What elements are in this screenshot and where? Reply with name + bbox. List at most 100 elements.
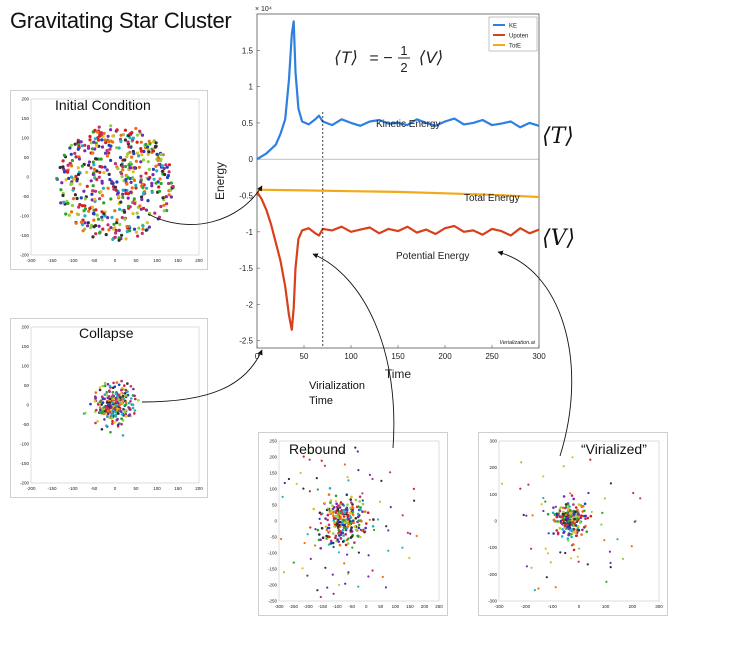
star-dot	[157, 189, 162, 193]
star-dot	[569, 515, 572, 518]
star-dot	[356, 534, 359, 538]
star-dot	[102, 131, 106, 135]
star-dot	[118, 207, 122, 211]
star-dot	[73, 142, 77, 146]
star-dot	[323, 501, 326, 505]
star-dot	[326, 507, 330, 510]
x-tick-label: 100	[392, 604, 400, 609]
star-dot	[120, 388, 123, 392]
star-dot	[357, 523, 361, 527]
star-dot	[114, 231, 118, 235]
star-dot	[92, 163, 96, 167]
star-dot	[111, 134, 115, 138]
star-dot	[114, 404, 118, 407]
legend-entry: KE	[509, 24, 517, 30]
star-dot	[336, 520, 340, 523]
star-dot	[577, 560, 580, 563]
star-dot	[326, 518, 329, 522]
star-dot	[113, 385, 117, 388]
star-dot	[384, 586, 387, 589]
y-tick-label: -200	[20, 481, 30, 486]
star-dot	[408, 556, 411, 560]
star-dot	[144, 208, 149, 212]
x-tick-label: 150	[174, 486, 182, 491]
star-dot	[114, 188, 118, 192]
star-dot	[106, 414, 109, 418]
star-dot	[401, 546, 404, 549]
star-dot	[346, 514, 349, 518]
x-tick-label: 100	[344, 352, 358, 361]
star-dot	[119, 133, 123, 137]
star-dot	[111, 422, 114, 425]
star-dot	[357, 512, 360, 516]
star-dot	[109, 144, 113, 148]
star-dot	[121, 434, 125, 437]
star-dot	[332, 545, 335, 549]
star-dot	[96, 420, 99, 423]
star-dot	[117, 383, 121, 387]
star-dot	[109, 124, 113, 128]
star-dot	[609, 566, 612, 569]
star-dot	[124, 408, 128, 412]
x-tick-label: 200	[438, 352, 452, 361]
star-dot	[100, 181, 104, 185]
y-tick-label: -0.5	[239, 192, 253, 201]
star-dot	[91, 172, 95, 177]
star-dot	[72, 177, 76, 181]
x-tick-label: -300	[274, 604, 284, 609]
star-dot	[117, 236, 121, 240]
star-dot	[74, 174, 78, 178]
star-dot	[554, 505, 557, 508]
star-dot	[144, 228, 148, 232]
star-dot	[385, 525, 388, 528]
star-dot	[120, 417, 123, 421]
star-dot	[338, 506, 342, 509]
star-dot	[90, 198, 94, 202]
star-dot	[344, 582, 347, 585]
star-dot	[105, 393, 108, 397]
star-dot	[115, 146, 119, 150]
star-dot	[77, 143, 81, 147]
x-tick-label: -50	[91, 486, 98, 491]
star-dot	[555, 513, 559, 517]
star-dot	[128, 132, 132, 136]
star-dot	[560, 535, 564, 538]
x-tick-label: 150	[406, 604, 414, 609]
star-dot	[162, 203, 166, 207]
star-dot	[111, 227, 116, 231]
star-dot	[107, 151, 111, 155]
star-dot	[93, 176, 97, 180]
star-dot	[309, 557, 312, 560]
star-dot	[378, 500, 382, 503]
star-dot	[159, 152, 163, 157]
star-dot	[112, 187, 116, 191]
star-dot	[332, 592, 335, 595]
potential-energy-label: Potential Energy	[396, 251, 469, 262]
star-dot	[354, 528, 358, 531]
star-dot	[573, 517, 576, 521]
star-dot	[150, 190, 154, 194]
star-dot	[570, 521, 574, 524]
star-dot	[500, 482, 504, 485]
star-dot	[93, 128, 97, 132]
star-dot	[160, 169, 164, 173]
star-dot	[74, 155, 78, 159]
star-dot	[549, 561, 552, 564]
y-tick-label: -100	[20, 442, 30, 447]
star-dot	[585, 530, 589, 533]
equation-equals: =	[369, 50, 378, 67]
star-dot	[164, 195, 168, 199]
star-dot	[107, 140, 111, 144]
star-dot	[103, 151, 108, 155]
y-tick-label: -2	[246, 300, 254, 309]
star-dot	[105, 168, 109, 172]
star-dot	[130, 397, 133, 400]
star-dot	[306, 574, 309, 577]
star-dot	[61, 193, 65, 198]
star-dot	[61, 165, 65, 169]
star-dot	[133, 201, 137, 206]
star-dot	[574, 524, 578, 527]
star-dot	[561, 506, 565, 510]
star-dot	[387, 529, 390, 532]
